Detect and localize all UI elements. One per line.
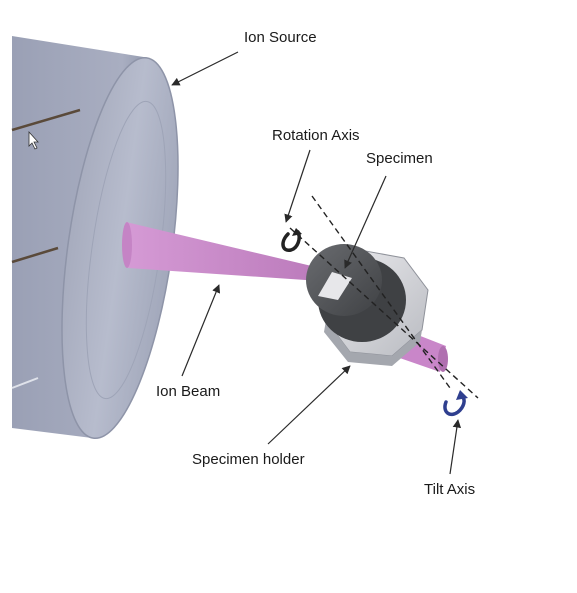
ion-source bbox=[11, 36, 179, 440]
source-slot bbox=[11, 246, 59, 264]
curved-arrow-icon bbox=[443, 394, 466, 417]
tilt-axis-label: Tilt Axis bbox=[424, 481, 475, 498]
rotation-axis-label: Rotation Axis bbox=[272, 127, 360, 144]
ion-source-arrow bbox=[171, 51, 239, 86]
specimen-holder-edge bbox=[324, 320, 422, 366]
specimen-holder-assembly bbox=[306, 244, 448, 372]
source-slot bbox=[11, 377, 39, 389]
specimen-arrow bbox=[344, 175, 387, 269]
ion-beam-base bbox=[122, 222, 132, 268]
specimen bbox=[318, 272, 352, 300]
specimen-holder-label: Specimen holder bbox=[192, 451, 305, 468]
specimen-holder-arrow bbox=[267, 365, 351, 445]
ion-beam bbox=[122, 222, 337, 282]
mouse-pointer-icon bbox=[28, 130, 39, 150]
rotation-axis-arrow bbox=[284, 149, 311, 223]
curved-arrow-icon bbox=[456, 390, 468, 400]
ion-beam-cone bbox=[126, 222, 337, 282]
holder-rod-end bbox=[438, 346, 448, 372]
ion-source-label: Ion Source bbox=[244, 29, 317, 46]
ion-beam-arrow bbox=[181, 284, 221, 377]
specimen-label: Specimen bbox=[366, 150, 433, 167]
rotation-axis-line bbox=[289, 227, 479, 399]
tilt-axis-arrow bbox=[449, 419, 462, 475]
source-slot bbox=[11, 108, 81, 132]
curved-arrow-icon bbox=[281, 230, 301, 252]
ion-beam-label: Ion Beam bbox=[156, 383, 220, 400]
curved-arrow-icon bbox=[292, 228, 302, 236]
